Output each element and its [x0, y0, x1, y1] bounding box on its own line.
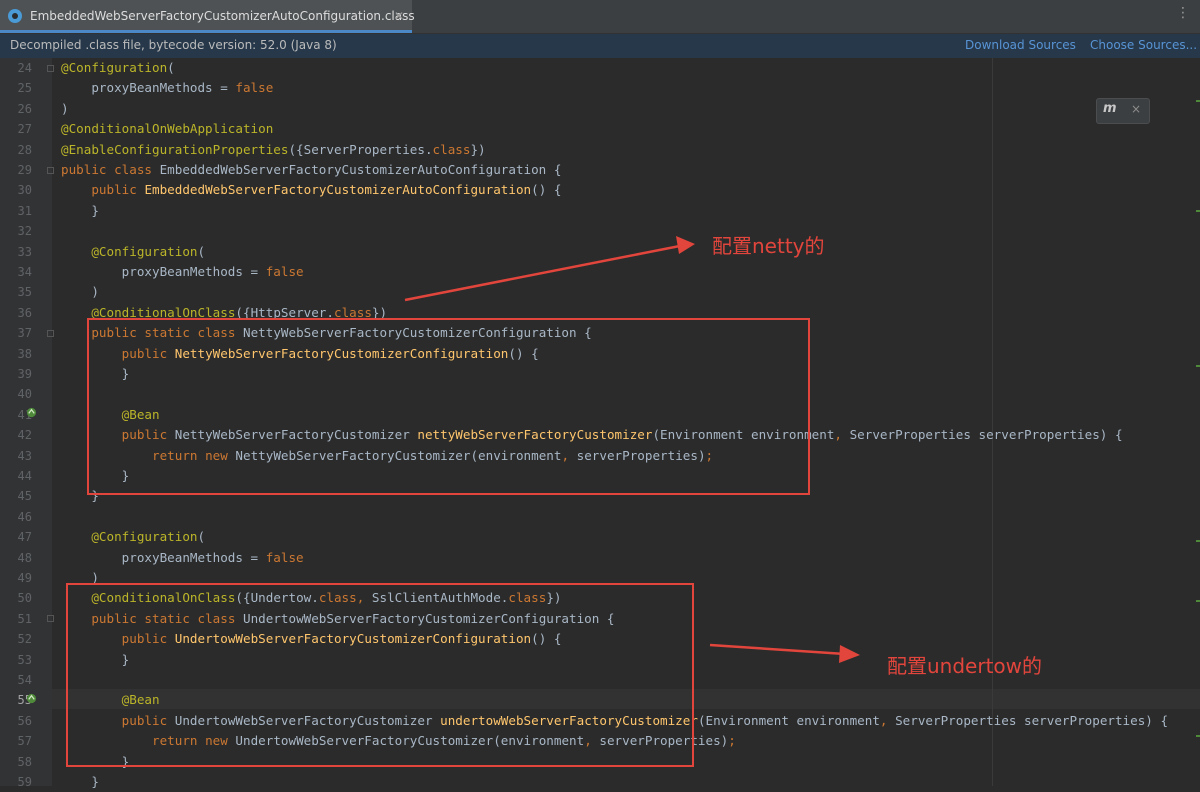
undertow-annotation-label: 配置undertow的: [887, 654, 1043, 678]
line-number: 47: [17, 530, 32, 545]
fold-marker-icon[interactable]: [47, 167, 54, 174]
line-number: 27: [17, 122, 32, 137]
line-number: 44: [17, 469, 32, 483]
line-number: 52: [17, 632, 32, 647]
right-margin-guide: [992, 58, 993, 786]
code-line[interactable]: }: [61, 366, 130, 381]
scroll-mark: [1196, 210, 1200, 212]
fold-marker-icon[interactable]: [47, 65, 54, 72]
code-line[interactable]: public NettyWebServerFactoryCustomizer n…: [121, 427, 1123, 443]
code-line[interactable]: @ConditionalOnWebApplication: [61, 121, 274, 137]
code-line[interactable]: proxyBeanMethods = false: [61, 80, 274, 96]
netty-annotation-label: 配置netty的: [712, 234, 825, 258]
code-line[interactable]: @Bean: [121, 406, 160, 422]
code-line[interactable]: @ConditionalOnClass({Undertow.class, Ssl…: [91, 590, 562, 606]
line-number: 42: [17, 428, 32, 443]
line-number: 36: [17, 305, 32, 320]
line-number: 57: [17, 734, 32, 749]
decompiled-banner: Decompiled .class file, bytecode version…: [0, 34, 1200, 59]
line-number: 59: [17, 775, 32, 789]
class-file-icon: [8, 9, 22, 23]
code-line[interactable]: @ConditionalOnClass({HttpServer.class}): [91, 304, 388, 320]
fold-marker-icon[interactable]: [47, 615, 54, 622]
line-number: 48: [17, 550, 32, 565]
line-number: 31: [17, 203, 32, 218]
code-line[interactable]: proxyBeanMethods = false: [61, 549, 304, 565]
code-line[interactable]: ): [61, 100, 69, 116]
fold-marker-icon[interactable]: [47, 330, 54, 337]
code-line[interactable]: return new UndertowWebServerFactoryCusto…: [152, 733, 736, 749]
line-number: 25: [17, 81, 32, 96]
maven-icon[interactable]: m: [1103, 101, 1117, 116]
code-line[interactable]: @EnableConfigurationProperties({ServerPr…: [61, 141, 486, 157]
line-number: 45: [17, 489, 32, 504]
code-line[interactable]: @Configuration(: [91, 243, 206, 259]
banner-text: Decompiled .class file, bytecode version…: [10, 38, 337, 52]
line-number: 54: [17, 673, 32, 687]
code-line[interactable]: }: [61, 468, 130, 483]
bean-icon[interactable]: [26, 407, 37, 418]
tab-active-file[interactable]: EmbeddedWebServerFactoryCustomizerAutoCo…: [0, 0, 415, 33]
line-number: 43: [17, 448, 32, 463]
line-number: 33: [17, 244, 32, 259]
code-line[interactable]: public EmbeddedWebServerFactoryCustomize…: [91, 182, 562, 198]
line-number: 28: [17, 142, 32, 157]
hint-close-icon[interactable]: ×: [1131, 102, 1142, 116]
line-number: 50: [17, 591, 32, 606]
scroll-mark: [1196, 600, 1200, 602]
code-line[interactable]: return new NettyWebServerFactoryCustomiz…: [152, 447, 714, 463]
line-number: 53: [17, 652, 32, 667]
scroll-mark: [1196, 365, 1200, 367]
bean-icon[interactable]: [26, 693, 37, 704]
scroll-mark: [1196, 540, 1200, 542]
line-number: 32: [17, 224, 32, 239]
line-number: 29: [17, 163, 32, 177]
current-line-highlight: [52, 689, 1200, 709]
code-line[interactable]: @Bean: [121, 692, 160, 708]
code-line[interactable]: public UndertowWebServerFactoryCustomize…: [121, 712, 1169, 728]
line-number-gutter[interactable]: [0, 58, 52, 786]
more-tabs-icon[interactable]: ⋮: [1176, 5, 1190, 21]
line-number: 34: [17, 265, 32, 279]
code-line[interactable]: @Configuration(: [91, 529, 206, 545]
download-sources-link[interactable]: Download Sources: [965, 38, 1076, 52]
line-number: 30: [17, 183, 32, 198]
editor-tab-bar: EmbeddedWebServerFactoryCustomizerAutoCo…: [0, 0, 1200, 34]
code-editor[interactable]: [52, 58, 1200, 786]
tab-title: EmbeddedWebServerFactoryCustomizerAutoCo…: [30, 9, 415, 23]
line-number: 24: [17, 61, 32, 75]
line-number: 35: [17, 285, 32, 300]
line-number: 26: [17, 101, 32, 116]
code-line[interactable]: }: [61, 753, 130, 769]
undertow-highlight-box: [66, 583, 694, 767]
code-line[interactable]: }: [61, 488, 99, 504]
code-line[interactable]: public static class NettyWebServerFactor…: [91, 325, 592, 341]
code-line[interactable]: }: [61, 202, 99, 218]
line-number: 39: [17, 367, 32, 381]
line-number: 58: [17, 754, 32, 769]
code-line[interactable]: public class EmbeddedWebServerFactoryCus…: [61, 162, 562, 177]
netty-highlight-box: [87, 318, 810, 495]
line-number: 46: [17, 509, 32, 524]
code-line[interactable]: }: [61, 651, 130, 667]
code-line[interactable]: public static class UndertowWebServerFac…: [91, 610, 615, 626]
line-number: 38: [17, 346, 32, 361]
code-line[interactable]: public NettyWebServerFactoryCustomizerCo…: [121, 345, 539, 361]
maven-reload-hint[interactable]: m ×: [1096, 98, 1150, 124]
line-number: 37: [17, 326, 32, 341]
code-line[interactable]: ): [61, 284, 99, 300]
code-line[interactable]: ): [61, 570, 99, 585]
choose-sources-link[interactable]: Choose Sources...: [1090, 38, 1198, 52]
line-number: 51: [17, 611, 32, 626]
code-line[interactable]: }: [61, 774, 99, 789]
code-line[interactable]: proxyBeanMethods = false: [61, 264, 304, 279]
scroll-mark: [1196, 100, 1200, 102]
line-number: 49: [17, 571, 32, 585]
code-line[interactable]: public UndertowWebServerFactoryCustomize…: [121, 631, 562, 647]
close-icon[interactable]: ✕: [393, 9, 404, 23]
scroll-mark: [1196, 735, 1200, 737]
line-number: 56: [17, 713, 32, 728]
code-line[interactable]: @Configuration(: [61, 60, 175, 75]
line-number: 40: [17, 387, 32, 402]
